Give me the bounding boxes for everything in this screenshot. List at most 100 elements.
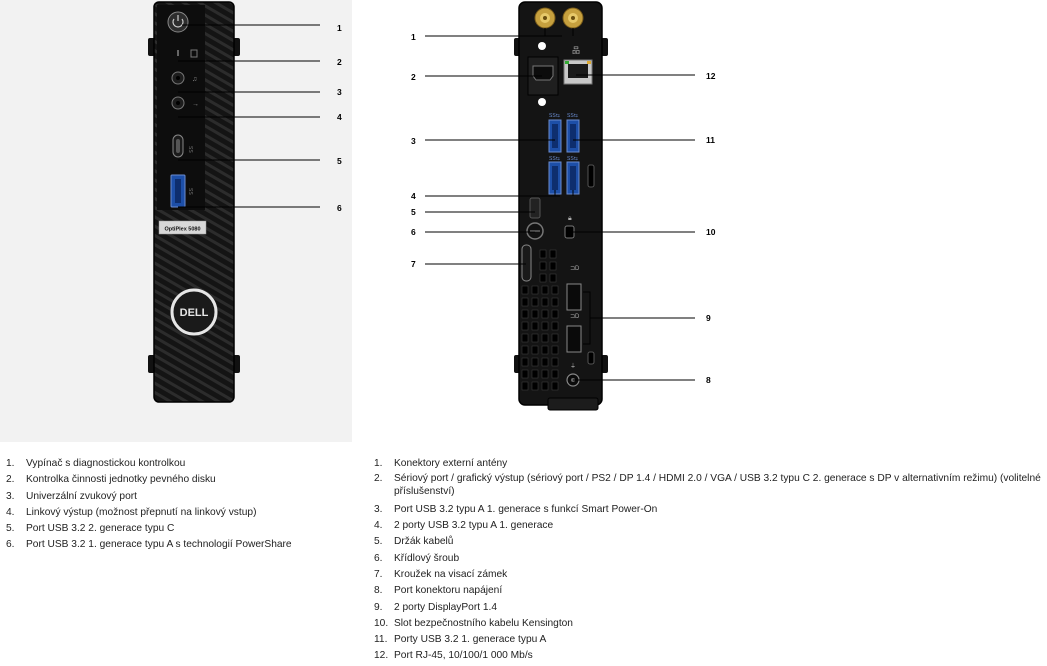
legend-number: 6. bbox=[374, 552, 383, 564]
legend-number: 11. bbox=[374, 634, 388, 646]
jack-hole bbox=[176, 101, 180, 105]
legend-text: Slot bezpečnostního kabelu Kensington bbox=[394, 617, 573, 629]
power-button[interactable] bbox=[167, 11, 189, 33]
rj45-led bbox=[587, 61, 591, 64]
rear-view: 品 SS⇆ SS⇆ SS⇆ SS⇆ 🔒︎ bbox=[411, 1, 716, 411]
legend-text: Kontrolka činnosti jednotky pevného disk… bbox=[26, 474, 216, 486]
legend-item: 5.Port USB 3.2 2. generace typu C bbox=[6, 521, 292, 537]
rear-callout-10: 10 bbox=[706, 227, 716, 237]
usb-a-tongue bbox=[175, 179, 181, 203]
legend-text: Port konektoru napájení bbox=[394, 585, 503, 597]
legend-number: 7. bbox=[374, 568, 383, 580]
rear-callout-7: 7 bbox=[411, 259, 416, 269]
legend-item: 3.Port USB 3.2 typu A 1. generace s funk… bbox=[374, 502, 1042, 518]
legend-number: 5. bbox=[374, 536, 383, 548]
legend-item: 9.2 porty DisplayPort 1.4 bbox=[374, 600, 1042, 616]
legend-text: Port USB 3.2 2. generace typu C bbox=[26, 523, 175, 535]
legend-item: 11. Porty USB 3.2 1. generace typu A bbox=[374, 632, 1042, 648]
line-out-icon: → bbox=[192, 101, 199, 108]
cable-holder bbox=[529, 197, 541, 219]
legend-text: Porty USB 3.2 1. generace typu A bbox=[394, 634, 547, 646]
legend-text: Kroužek na visací zámek bbox=[394, 568, 508, 580]
legend-number: 12. bbox=[374, 650, 389, 662]
legend-text: Port RJ-45, 10/100/1 000 Mb/s bbox=[394, 650, 533, 662]
model-label-plate bbox=[158, 220, 207, 235]
antenna-connector[interactable] bbox=[562, 7, 584, 29]
antenna-connector[interactable] bbox=[534, 7, 556, 29]
hdmi-port[interactable] bbox=[532, 65, 554, 81]
front-callout-6: 6 bbox=[337, 203, 342, 213]
screw-hole bbox=[538, 98, 546, 106]
rear-callout-6: 6 bbox=[411, 227, 416, 237]
legend-item: 6. Křídlový šroub bbox=[374, 551, 1042, 567]
screw-hole bbox=[538, 42, 546, 50]
legend-number: 10. bbox=[374, 617, 389, 629]
ss-usb-icon: SS⇆ bbox=[549, 113, 560, 119]
legend-item: 10. Slot bezpečnostního kabelu Kensington bbox=[374, 616, 1042, 632]
legend-item: 2.Sériový port / grafický výstup (sériov… bbox=[374, 472, 1042, 502]
legend-item: 3.Univerzální zvukový port bbox=[6, 489, 292, 505]
displayport[interactable] bbox=[566, 283, 582, 311]
legend-number: 6. bbox=[6, 539, 15, 551]
legend-item: 5. Držák kabelů bbox=[374, 534, 1042, 550]
legend-text: Linkový výstup (možnost přepnutí na link… bbox=[26, 506, 257, 518]
product-figure: ♫ → SS SS OptiPlex 5080 DELL 1 2 3 4 5 bbox=[0, 0, 716, 442]
dell-logo bbox=[170, 288, 218, 336]
legend-number: 4. bbox=[6, 506, 15, 518]
ss-usb-icon: SS bbox=[187, 146, 193, 153]
rj45-led bbox=[565, 61, 569, 64]
headset-icon: ♫ bbox=[192, 76, 197, 83]
legend-text: 2 porty DisplayPort 1.4 bbox=[394, 601, 498, 613]
legend-item: 8. Port konektoru napájení bbox=[374, 583, 1042, 599]
legend-number: 1. bbox=[374, 458, 383, 469]
rear-callout-9: 9 bbox=[706, 313, 711, 323]
lock-icon: 🔒︎ bbox=[568, 215, 572, 222]
legend-text: Sériový port / grafický výstup (sériový … bbox=[394, 473, 1041, 497]
rear-vent-slot bbox=[587, 164, 595, 188]
legend-text: Port USB 3.2 1. generace typu A s techno… bbox=[26, 539, 292, 551]
rear-callout-4: 4 bbox=[411, 191, 416, 201]
ss-usb-icon: SS bbox=[187, 188, 193, 195]
rear-callout-1: 1 bbox=[411, 32, 416, 42]
rear-vent-grid bbox=[521, 249, 559, 391]
front-callout-3: 3 bbox=[337, 87, 342, 97]
legend-number: 8. bbox=[374, 585, 383, 597]
rear-callout-3: 3 bbox=[411, 136, 416, 146]
usb-a-port[interactable] bbox=[548, 161, 562, 195]
usb-c-tongue bbox=[176, 139, 180, 153]
legend-item: 12. Port RJ-45, 10/100/1 000 Mb/s bbox=[374, 648, 1042, 664]
legend-item: 7. Kroužek na visací zámek bbox=[374, 567, 1042, 583]
rear-callout-12: 12 bbox=[706, 71, 716, 81]
legend-text: Univerzální zvukový port bbox=[26, 490, 137, 502]
front-callout-1: 1 bbox=[337, 23, 342, 33]
front-view: ♫ → SS SS OptiPlex 5080 DELL 1 2 3 4 5 bbox=[148, 1, 342, 403]
rear-bottom-tab bbox=[547, 397, 599, 411]
displayport[interactable] bbox=[566, 325, 582, 353]
ss-usb-icon: SS⇆ bbox=[549, 156, 560, 162]
displayport-icon: ⊐D bbox=[570, 266, 580, 272]
legend-text: Držák kabelů bbox=[394, 536, 454, 548]
usb-a-port[interactable] bbox=[566, 161, 580, 195]
legend-number: 3. bbox=[374, 503, 383, 515]
legend-text: Křídlový šroub bbox=[394, 552, 460, 564]
power-plug-icon: ⏚ bbox=[570, 363, 576, 370]
legend-number: 4. bbox=[374, 520, 383, 532]
rear-legend: 1. Konektory externí antény 2.Sériový por… bbox=[374, 456, 1042, 665]
legend-number: 1. bbox=[6, 458, 15, 469]
front-callout-5: 5 bbox=[337, 156, 342, 166]
model-label: OptiPlex 5080 bbox=[164, 227, 200, 233]
ss-usb-icon: SS⇆ bbox=[567, 156, 578, 162]
front-callout-2: 2 bbox=[337, 57, 342, 67]
legend-text: Konektory externí antény bbox=[394, 458, 508, 469]
front-legend: 1.Vypínač s diagnostickou kontrolkou 2.K… bbox=[6, 456, 292, 554]
usb-a-port[interactable] bbox=[566, 119, 580, 153]
hdd-icon bbox=[190, 49, 198, 58]
legend-item: 1.Vypínač s diagnostickou kontrolkou bbox=[6, 456, 292, 472]
rj45-opening bbox=[568, 64, 588, 78]
front-leader-lines bbox=[178, 24, 320, 208]
front-callout-4: 4 bbox=[337, 112, 342, 122]
legend-item: 6. Port USB 3.2 1. generace typu A s tech… bbox=[6, 537, 292, 553]
usb-a-smart-power-on-port[interactable] bbox=[548, 119, 562, 153]
rear-callout-2: 2 bbox=[411, 72, 416, 82]
padlock-ring[interactable] bbox=[521, 244, 532, 282]
